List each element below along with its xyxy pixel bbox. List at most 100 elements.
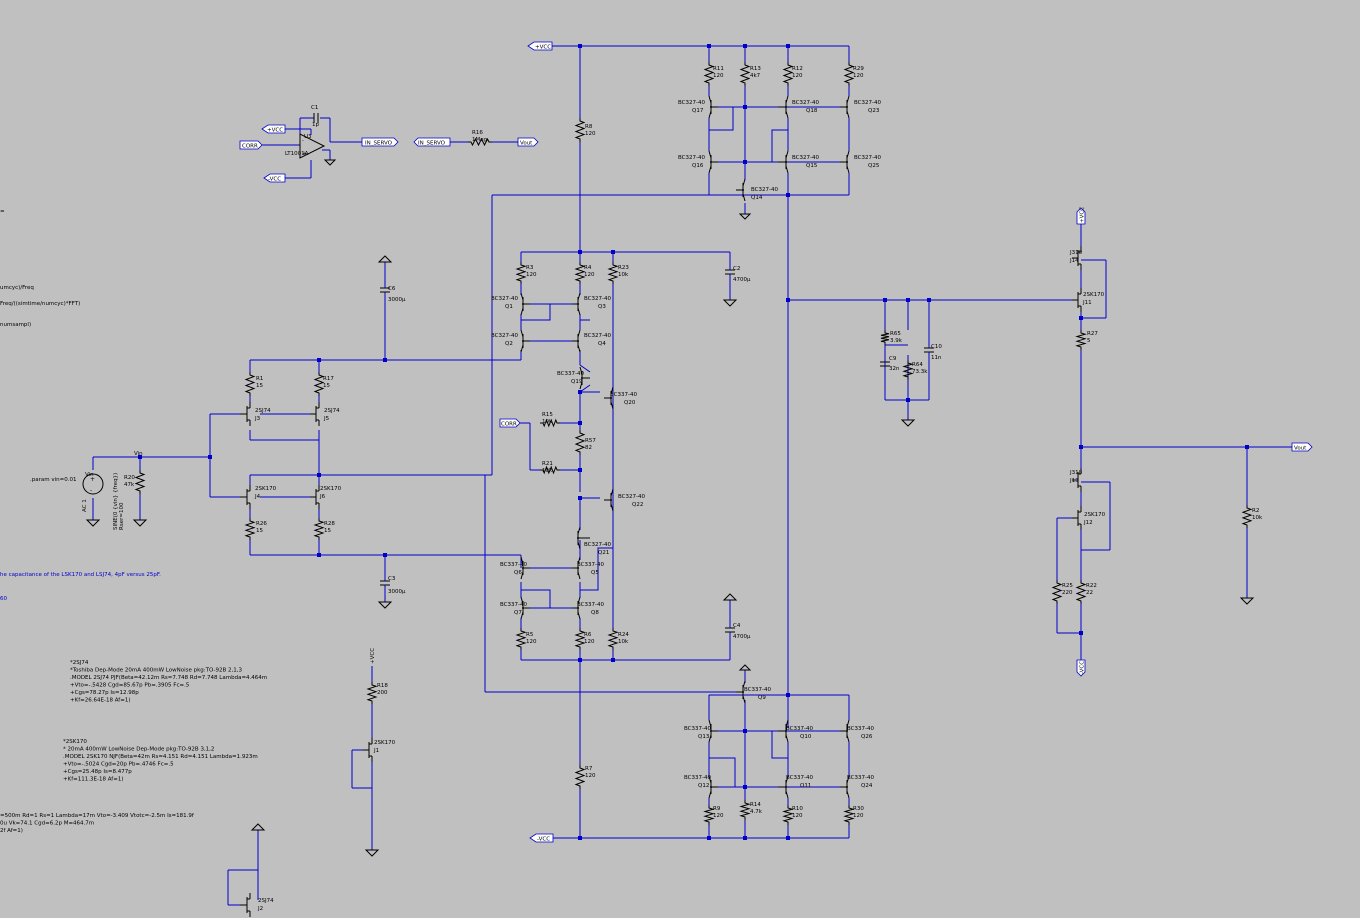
net-flag-vcc-right-top[interactable]: +VCC [1076,207,1086,225]
c3-value: 3000µ [388,589,406,595]
transistor-ref-q14: Q14 [751,195,763,201]
resistor-value-r57: 82 [585,445,592,451]
net-flag-vcc-right-bottom[interactable]: -VCC [1076,659,1086,677]
left-directive-1: umcyc)/Freq [0,285,34,291]
net-flag-vcc-bottom[interactable]: -VCC [529,833,554,843]
jfet-ref-j5: J5 [323,416,330,422]
transistor-model-q20: BC337-40 [610,392,637,398]
net-flag-corr-vas[interactable]: CORR [499,418,521,428]
transistor-ref-q9: Q9 [758,695,766,701]
voltage-source-vin[interactable]: + - [82,473,104,495]
net-flag-corr-servo[interactable]: CORR [239,140,263,150]
resistor-value-r16: 1Meg [472,137,487,143]
net-flag-vcc-j1[interactable]: +VCC [370,648,376,664]
transistor-ref-q12: Q12 [698,783,709,789]
capacitor-c2 [725,262,735,282]
svg-text:-VCC: -VCC [1080,661,1086,674]
svg-text:+: + [302,151,306,157]
net-flag-in-servo-in[interactable]: IN_SERVO [413,137,451,147]
opamp-u3[interactable]: - + [299,133,326,159]
net-flag-vout-servo[interactable]: Vout [517,137,539,147]
transistor-model-q11: BC337-40 [786,775,813,781]
net-flag-vcc-top[interactable]: +VCC [527,41,553,51]
net-flag-in-servo-out[interactable]: IN_SERVO [361,137,399,147]
net-flag-servo-vcc-pos[interactable]: +VCC [261,124,286,134]
model-2sj74-line-1: *2SJ74 [70,660,89,666]
net-flag-vout-right[interactable]: Vout [1291,442,1313,452]
jfet-ref-j6: J6 [319,494,326,500]
net-flag-servo-vcc-neg[interactable]: -VCC [263,173,286,183]
svg-text:Vout: Vout [1294,446,1307,452]
